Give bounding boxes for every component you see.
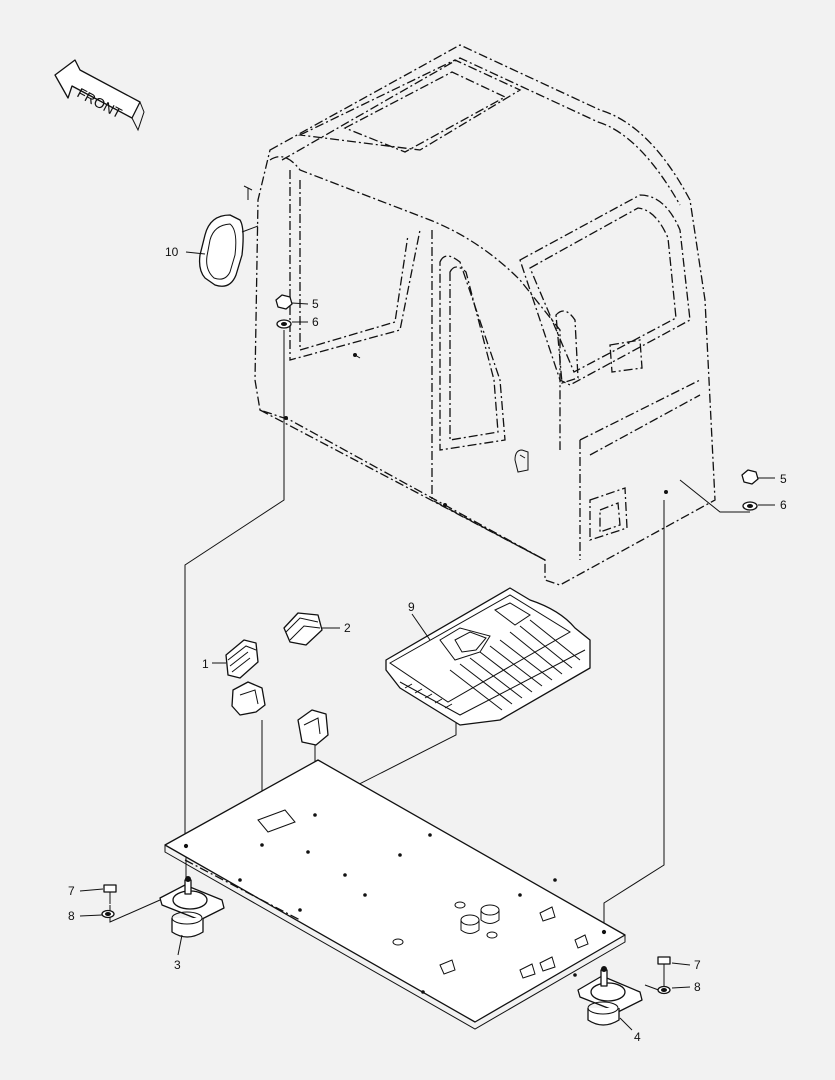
callout-5-right: 5 bbox=[780, 472, 787, 486]
pedal-part-1 bbox=[225, 639, 266, 716]
callout-6-right: 6 bbox=[780, 498, 787, 512]
bolt-washer-right bbox=[657, 956, 671, 995]
callout-9: 9 bbox=[408, 600, 415, 614]
nut-washer-upper-left bbox=[275, 294, 293, 329]
callout-7-right: 7 bbox=[694, 958, 701, 972]
callout-6-upper: 6 bbox=[312, 315, 319, 329]
callout-8-right: 8 bbox=[694, 980, 701, 994]
callout-7-left: 7 bbox=[68, 884, 75, 898]
bolt-washer-left bbox=[101, 884, 117, 919]
floor-plate bbox=[164, 759, 626, 1030]
nut-washer-right bbox=[741, 469, 759, 511]
mirror-part bbox=[198, 185, 259, 287]
mount-part-4 bbox=[577, 966, 643, 1026]
leader-lines bbox=[79, 251, 775, 1031]
callout-8-left: 8 bbox=[68, 909, 75, 923]
mount-part-3 bbox=[159, 876, 225, 938]
callout-10: 10 bbox=[165, 245, 179, 259]
callout-1: 1 bbox=[202, 657, 209, 671]
callout-2: 2 bbox=[344, 621, 351, 635]
floor-mat-part-9 bbox=[385, 587, 591, 726]
front-arrow-icon: FRONT bbox=[54, 59, 145, 132]
cab-outline bbox=[254, 44, 716, 586]
callout-3: 3 bbox=[174, 958, 181, 972]
callout-4: 4 bbox=[634, 1030, 641, 1044]
callout-5-upper: 5 bbox=[312, 297, 319, 311]
callout-labels: 10 5 6 5 6 9 2 1 7 8 3 7 8 4 bbox=[68, 245, 787, 1044]
pedal-part-2 bbox=[283, 612, 329, 746]
